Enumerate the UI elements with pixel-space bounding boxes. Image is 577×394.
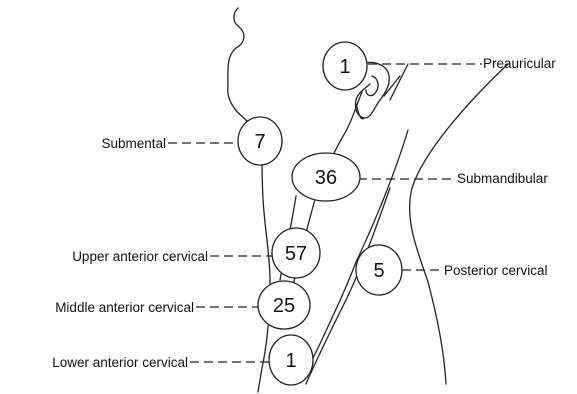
posterior-neck-line: [410, 64, 508, 384]
label-submandibular: Submandibular: [457, 171, 548, 186]
node-count-posterior-cervical: 5: [373, 260, 384, 282]
neck-outline: [228, 8, 508, 392]
node-count-submandibular: 36: [315, 167, 337, 189]
node-count-middle-anterior-cervical: 25: [273, 295, 295, 317]
label-middle-anterior-cervical: Middle anterior cervical: [55, 300, 194, 315]
label-upper-anterior-cervical: Upper anterior cervical: [72, 249, 208, 264]
hair-stroke-2: [390, 64, 408, 100]
label-posterior-cervical: Posterior cervical: [444, 263, 548, 278]
node-count-preauricular: 1: [339, 56, 350, 78]
leader-lines: [168, 64, 482, 362]
node-count-submental: 7: [254, 131, 265, 153]
node-count-upper-anterior-cervical: 57: [285, 243, 307, 265]
node-count-lower-anterior-cervical: 1: [285, 350, 296, 372]
label-preauricular: Preauricular: [483, 56, 556, 71]
label-lower-anterior-cervical: Lower anterior cervical: [52, 355, 188, 370]
region-labels: Preauricular Submental Submandibular Upp…: [52, 56, 556, 370]
label-submental: Submental: [101, 136, 166, 151]
face-profile-line: [228, 8, 270, 392]
